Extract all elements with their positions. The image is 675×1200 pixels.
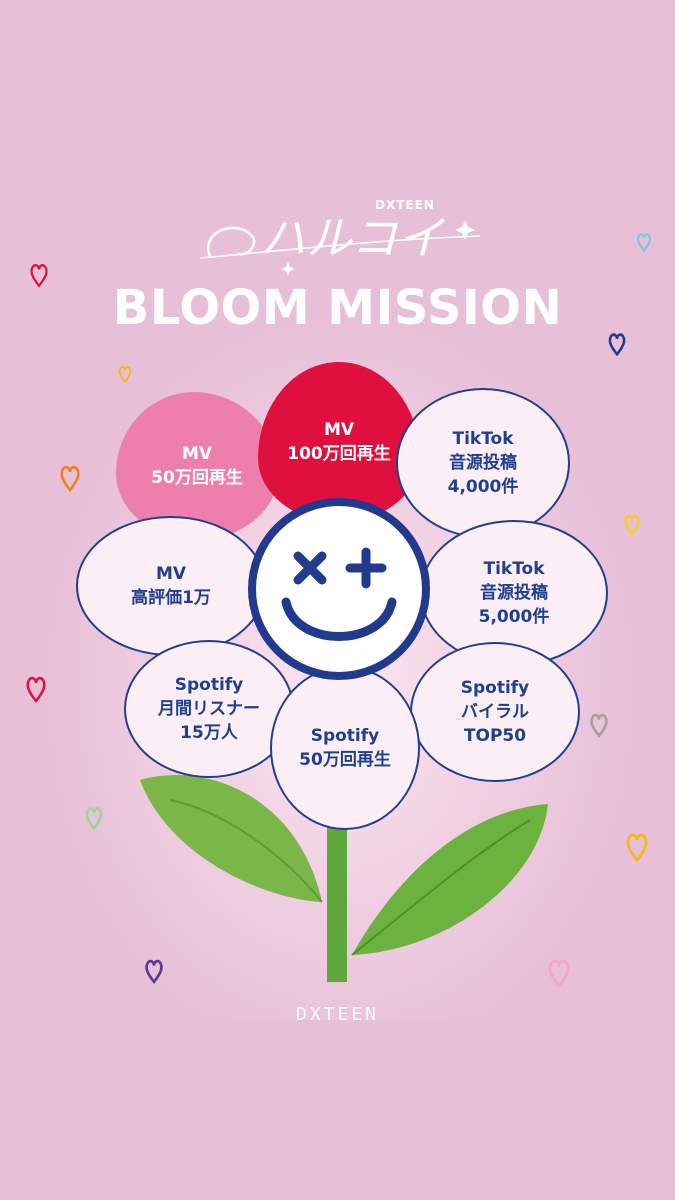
heart-icon	[30, 264, 48, 288]
heart-icon	[60, 465, 80, 493]
heart-icon	[118, 366, 132, 383]
smiley-face-icon	[281, 547, 397, 641]
heart-icon	[608, 333, 626, 356]
petal-spotify-50man: Spotify 50万回再生	[270, 666, 420, 830]
page-title: BLOOM MISSION	[112, 280, 563, 336]
smiley-face	[248, 498, 430, 680]
heart-icon	[590, 713, 608, 738]
petal-mv-likes: MV 高評価1万	[76, 516, 266, 656]
heart-icon	[85, 807, 103, 830]
petal-tiktok-4000: TikTok 音源投稿 4,000件	[396, 388, 570, 538]
petal-tiktok-5000: TikTok 音源投稿 5,000件	[420, 520, 608, 666]
brand-small: DXTEEN	[375, 198, 435, 212]
logo-text: ハルコイ	[260, 211, 445, 265]
harukoi-logo: ハルコイ	[199, 211, 481, 276]
heart-icon	[145, 959, 163, 984]
footer-brand: DXTEEN	[295, 1004, 380, 1025]
heart-icon	[548, 959, 570, 989]
heart-icon	[626, 833, 648, 863]
petal-spotify-listeners: Spotify 月間リスナー 15万人	[124, 640, 294, 778]
heart-icon	[624, 515, 640, 536]
petal-mv-100man: MV 100万回再生	[258, 362, 420, 522]
heart-icon	[26, 676, 46, 704]
petal-spotify-viral: Spotify バイラル TOP50	[410, 642, 580, 782]
heart-icon	[637, 233, 651, 252]
petal-mv-50man: MV 50万回再生	[116, 392, 278, 540]
